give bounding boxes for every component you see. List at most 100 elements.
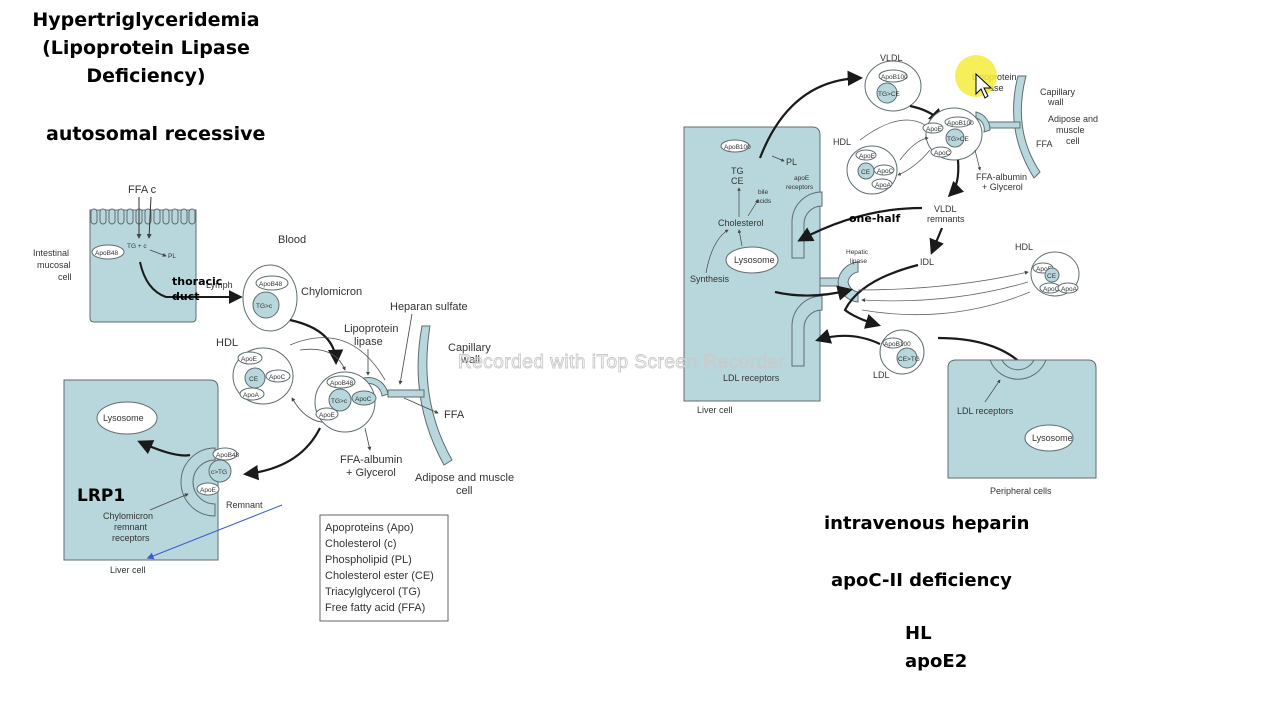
ffa-albumin-right-1: FFA-albumin bbox=[976, 172, 1027, 182]
legend-item-1: Apoproteins (Apo) bbox=[325, 522, 414, 534]
hdl-particle-right-mid: ApoE CE ApoC ApoA bbox=[1030, 251, 1080, 297]
legend-item-4: Cholesterol ester (CE) bbox=[325, 570, 434, 582]
vldl-label: VLDL bbox=[880, 53, 903, 63]
remnant-receptors-2: remnant bbox=[114, 522, 148, 532]
apob100-vldl: ApoB100 bbox=[881, 74, 908, 81]
hdl-particle-left: ApoE CE ApoC ApoA bbox=[232, 347, 294, 405]
lrp1-label: LRP1 bbox=[77, 486, 125, 506]
pl-intestine: PL bbox=[168, 253, 176, 260]
peripheral-ldl-receptors: LDL receptors bbox=[957, 406, 1014, 416]
ffa-label-left: FFA bbox=[444, 409, 465, 421]
ce-hdl-rt: CE bbox=[861, 169, 871, 176]
ce-hdl-rm: CE bbox=[1047, 273, 1057, 280]
legend-item-5: Triacylglycerol (TG) bbox=[325, 586, 421, 598]
apob48-intestine: ApoB48 bbox=[95, 250, 119, 257]
hdl-label-right-top: HDL bbox=[833, 137, 851, 147]
apoa-hdl-rm: ApoA bbox=[1061, 286, 1078, 293]
remnant-label: Remnant bbox=[226, 500, 263, 510]
tg-liver: TG bbox=[731, 166, 744, 176]
title-line-3: Deficiency) bbox=[86, 65, 206, 87]
apoe-remnant: ApoE bbox=[200, 487, 217, 494]
synthesis-label: Synthesis bbox=[690, 274, 730, 284]
vldl-remnants-2: remnants bbox=[927, 214, 965, 224]
capillary-label-right-2: wall bbox=[1047, 97, 1064, 107]
lpl-label-left-1: Lipoprotein bbox=[344, 323, 398, 335]
apoe-hdl-rt: ApoE bbox=[859, 153, 876, 160]
apoe-receptors-1: apoE bbox=[794, 175, 810, 182]
adipose-label-right-2: muscle bbox=[1056, 125, 1085, 135]
hdl-label-left: HDL bbox=[216, 337, 238, 349]
lpl-label-left-2: lipase bbox=[354, 336, 383, 348]
liver-cell-label-right: Liver cell bbox=[697, 405, 733, 415]
tg-c-lpl: TG>c bbox=[331, 398, 348, 405]
apob48-chylo: ApoB48 bbox=[259, 281, 283, 288]
remnant-particle: ApoB48 c>TG ApoE bbox=[196, 447, 240, 496]
ce-tg-ldl: CE>TG bbox=[898, 356, 920, 363]
apob100-lpl: ApoB100 bbox=[947, 120, 974, 127]
apoc-lpl: ApoC bbox=[355, 396, 372, 403]
vldl-remnants-1: VLDL bbox=[934, 204, 957, 214]
hepatic-lipase-1: Hepatic bbox=[846, 249, 869, 256]
apoc-hdl-rt: ApoC bbox=[877, 168, 894, 175]
peripheral-cell bbox=[947, 359, 1097, 479]
lysosome-label-left: Lysosome bbox=[103, 413, 144, 423]
remnant-receptors-3: receptors bbox=[112, 533, 150, 543]
ffa-label-right: FFA bbox=[1036, 139, 1053, 149]
apoc-hdl-left: ApoC bbox=[269, 374, 286, 381]
right-pathway-diagram: ApoB100 PL TG CE bile acids apoE recepto… bbox=[683, 53, 1098, 496]
adipose-label-right-1: Adipose and bbox=[1048, 114, 1098, 124]
ce-liver: CE bbox=[731, 176, 744, 186]
adipose-label-left-1: Adipose and muscle bbox=[415, 472, 514, 484]
apoe-receptors-2: receptors bbox=[786, 184, 814, 191]
lysosome-label-right: Lysosome bbox=[734, 255, 775, 265]
lysosome-liver-right bbox=[725, 246, 779, 274]
apoe-hdl-rm: ApoE bbox=[1036, 266, 1053, 273]
pl-liver: PL bbox=[786, 157, 797, 167]
lymph-label: Lymph bbox=[206, 280, 233, 290]
vldl-particle: ApoB100 TG>CE bbox=[864, 60, 922, 112]
title-line-1: Hypertriglyceridemia bbox=[32, 9, 260, 31]
ffa-albumin-label-left-2: + Glycerol bbox=[346, 467, 396, 479]
title-line-2: (Lipoprotein Lipase bbox=[42, 37, 250, 59]
chylomicron-at-lpl: ApoB48 TG>c ApoC ApoE bbox=[314, 371, 377, 433]
apob100-ldl: ApoB100 bbox=[884, 341, 911, 348]
capillary-label-left-2: wall bbox=[460, 354, 480, 366]
legend-item-2: Cholesterol (c) bbox=[325, 538, 397, 550]
one-half-label: one-half bbox=[849, 212, 900, 225]
mouse-cursor bbox=[955, 55, 997, 99]
inheritance-label: autosomal recessive bbox=[46, 123, 266, 145]
apoe-hdl-left: ApoE bbox=[241, 356, 258, 363]
peripheral-lysosome-label: Lysosome bbox=[1032, 433, 1073, 443]
apoe-lpl: ApoE bbox=[319, 412, 336, 419]
apoa-hdl-rt: ApoA bbox=[875, 182, 892, 189]
peripheral-cells-label: Peripheral cells bbox=[990, 486, 1052, 496]
apoc2-note: apoC-II deficiency bbox=[831, 570, 1012, 591]
apoe-vldl-lpl: ApoE bbox=[926, 126, 943, 133]
adipose-label-left-2: cell bbox=[456, 485, 473, 497]
chylomicron-particle: ApoB48 TG>c bbox=[242, 264, 298, 332]
remnant-receptors-1: Chylomicron bbox=[103, 511, 153, 521]
capillary-label-right-1: Capillary bbox=[1040, 87, 1076, 97]
apoc-hdl-rm: ApoC bbox=[1043, 286, 1060, 293]
hepatic-lipase-2: lipase bbox=[850, 258, 867, 265]
intestinal-cell bbox=[89, 208, 197, 323]
apob100-liver: ApoB100 bbox=[724, 144, 751, 151]
lysosome-peripheral bbox=[1024, 424, 1074, 452]
capillary-wall-right bbox=[975, 75, 1041, 179]
adipose-label-right-3: cell bbox=[1066, 136, 1080, 146]
idl-label: IDL bbox=[920, 257, 934, 267]
ldl-label: LDL bbox=[873, 370, 890, 380]
tg-ce-vldl: TG>CE bbox=[878, 91, 901, 98]
liver-cell-label-left: Liver cell bbox=[110, 565, 146, 575]
intestinal-label-3: cell bbox=[58, 272, 72, 282]
ffa-c-label: FFA c bbox=[128, 184, 157, 196]
ldl-receptors-liver: LDL receptors bbox=[723, 373, 780, 383]
apoe2-note: apoE2 bbox=[905, 651, 968, 672]
tg-ce-lpl: TG>CE bbox=[947, 136, 970, 143]
ldl-particle: ApoB100 CE>TG bbox=[879, 329, 925, 375]
acids-label: acids bbox=[756, 198, 772, 205]
legend-item-3: Phospholipid (PL) bbox=[325, 554, 412, 566]
heparan-label: Heparan sulfate bbox=[390, 301, 468, 313]
capillary-label-left-1: Capillary bbox=[448, 342, 491, 354]
intestinal-label-1: Intestinal bbox=[33, 248, 69, 258]
